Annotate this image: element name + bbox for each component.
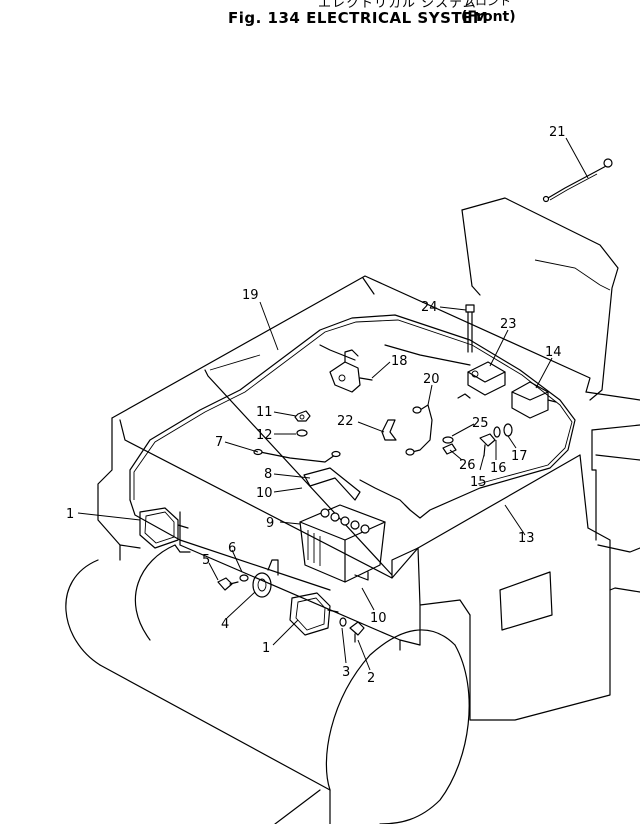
- ground-wire: [542, 158, 613, 203]
- figure-subtitle: (Front): [461, 9, 516, 25]
- callout-15: 15: [470, 475, 487, 490]
- japanese-subtitle: フロント: [463, 0, 512, 8]
- callout-22: 22: [337, 414, 354, 429]
- callout-5: 5: [202, 553, 210, 568]
- machine-body: [97, 275, 640, 721]
- callout-13: 13: [518, 531, 535, 546]
- head-lamp-left: [139, 507, 189, 549]
- callout-17: 17: [511, 449, 528, 464]
- horn-washer: [239, 574, 249, 582]
- callout-9: 9: [266, 516, 274, 531]
- figure-title: Fig. 134 ELECTRICAL SYSTEM: [228, 9, 489, 27]
- callout-26: 26: [459, 458, 476, 473]
- ground-cable: [405, 404, 433, 456]
- lamp-bolt: [349, 621, 365, 643]
- callout-19: 19: [242, 288, 259, 303]
- front-drum: [65, 544, 470, 824]
- battery: [299, 504, 386, 583]
- callout-1-right: 1: [262, 641, 270, 656]
- callout-10-upper: 10: [256, 486, 273, 501]
- mounting-bolt: [465, 304, 475, 353]
- switch: [329, 349, 373, 393]
- head-lamp-right: [289, 592, 339, 636]
- nut-and-washer: [294, 410, 311, 437]
- small-hardware-group: [442, 423, 513, 457]
- callout-20: 20: [423, 372, 440, 387]
- battery-cable: [253, 448, 341, 463]
- callout-11: 11: [256, 405, 273, 420]
- leader-lines: [77, 137, 589, 671]
- rear-panel: [461, 197, 619, 401]
- callout-4: 4: [221, 617, 229, 632]
- relay: [467, 361, 506, 396]
- callout-14: 14: [545, 345, 562, 360]
- callout-21: 21: [549, 125, 566, 140]
- lamp-washer: [339, 617, 347, 627]
- callout-10-lower: 10: [370, 611, 387, 626]
- callout-3: 3: [342, 665, 350, 680]
- callout-2: 2: [367, 671, 375, 686]
- callout-24: 24: [421, 300, 438, 315]
- callout-8: 8: [264, 467, 272, 482]
- battery-bracket: [303, 467, 361, 501]
- callout-7: 7: [215, 435, 223, 450]
- callout-6: 6: [228, 541, 236, 556]
- horn-bolt: [217, 577, 239, 591]
- japanese-title: エレクトリカル システム: [318, 0, 477, 11]
- clip: [381, 419, 397, 441]
- callout-16: 16: [490, 461, 507, 476]
- callout-25: 25: [472, 416, 489, 431]
- horn: [252, 559, 279, 598]
- wiring-harness: [129, 314, 576, 591]
- callout-12: 12: [256, 428, 273, 443]
- callout-1-left: 1: [66, 507, 74, 522]
- callout-23: 23: [500, 317, 517, 332]
- figure-header: エレクトリカル システム フロント Fig. 134 ELECTRICAL SY…: [0, 0, 640, 36]
- callout-labels: 1 1 2 3 4 5 6 7 8 9 10 10 11 12 13 14 15…: [66, 125, 566, 686]
- callout-18: 18: [391, 354, 408, 369]
- relay-box: [457, 381, 557, 419]
